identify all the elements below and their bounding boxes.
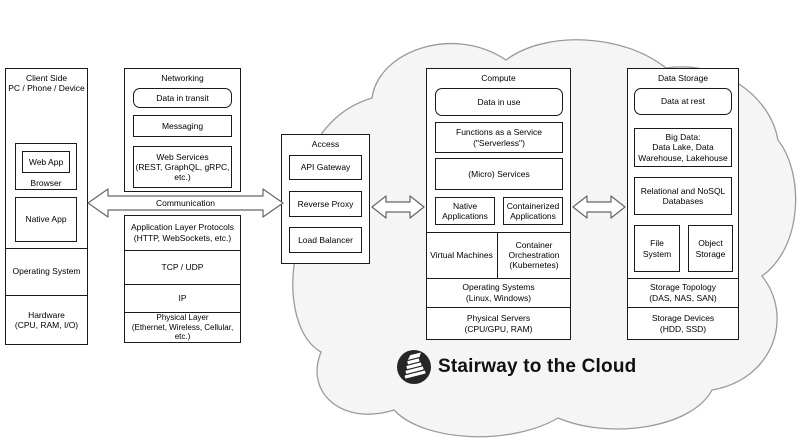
storage-divider-2 [627, 307, 739, 308]
storage-divider-1 [627, 278, 739, 279]
micro-services-box: (Micro) Services [435, 158, 563, 190]
protocol-divider-1 [124, 250, 241, 251]
big-data-box: Big Data: Data Lake, Data Warehouse, Lak… [634, 128, 732, 167]
storage-devices-label: Storage Devices (HDD, SSD) [651, 313, 715, 334]
brand-title: Stairway to the Cloud [438, 356, 637, 377]
browser-label: Browser [30, 177, 62, 188]
native-applications-box: Native Applications [435, 197, 495, 225]
data-storage-title: Data Storage [657, 73, 709, 83]
networking-title: Networking [161, 73, 204, 83]
access-compute-arrow [371, 195, 425, 219]
client-os-label: Operating System [12, 266, 81, 277]
messaging-box: Messaging [133, 115, 232, 137]
stairs-icon [397, 350, 431, 384]
data-in-use-box: Data in use [435, 88, 563, 116]
ip-label: IP [178, 292, 187, 303]
reverse-proxy-box: Reverse Proxy [289, 191, 362, 217]
api-gateway-box: API Gateway [289, 155, 362, 180]
client-divider-1 [5, 248, 88, 249]
compute-divider-1 [426, 232, 571, 233]
data-at-rest-box: Data at rest [634, 88, 732, 115]
protocol-divider-3 [124, 312, 241, 313]
compute-storage-arrow [572, 195, 626, 219]
communication-label: Communication [155, 197, 216, 208]
app-layer-protocols-label: Application Layer Protocols (HTTP, WebSo… [130, 222, 234, 243]
web-services-box: Web Services (REST, GraphQL, gRPC, etc.) [133, 146, 232, 188]
containerized-applications-box: Containerized Applications [503, 197, 563, 225]
load-balancer-box: Load Balancer [289, 227, 362, 253]
client-divider-2 [5, 295, 88, 296]
client-hardware-label: Hardware (CPU, RAM, I/O) [14, 309, 79, 330]
compute-divider-2 [426, 278, 571, 279]
compute-vm-divider [497, 232, 498, 278]
data-in-transit-box: Data in transit [133, 88, 232, 108]
compute-divider-3 [426, 307, 571, 308]
object-storage-box: Object Storage [688, 225, 733, 272]
faas-box: Functions as a Service ("Serverless") [435, 122, 563, 153]
relational-nosql-box: Relational and NoSQL Databases [634, 177, 732, 215]
access-title: Access [311, 139, 340, 149]
container-orchestration-label: Container Orchestration (Kubernetes) [508, 239, 560, 270]
physical-servers-label: Physical Servers (CPU/GPU, RAM) [464, 313, 533, 334]
file-system-box: File System [634, 225, 680, 272]
virtual-machines-label: Virtual Machines [430, 249, 493, 260]
storage-topology-label: Storage Topology (DAS, NAS, SAN) [649, 282, 717, 303]
web-app-box: Web App [22, 151, 70, 173]
client-side-title: Client Side PC / Phone / Device [8, 73, 85, 94]
physical-layer-label: Physical Layer (Ethernet, Wireless, Cell… [131, 313, 234, 342]
protocol-stack-box [124, 215, 241, 343]
tcp-udp-label: TCP / UDP [161, 261, 204, 272]
compute-title: Compute [481, 73, 516, 83]
operating-systems-label: Operating Systems (Linux, Windows) [462, 282, 535, 303]
protocol-divider-2 [124, 284, 241, 285]
native-app-box: Native App [15, 197, 77, 242]
